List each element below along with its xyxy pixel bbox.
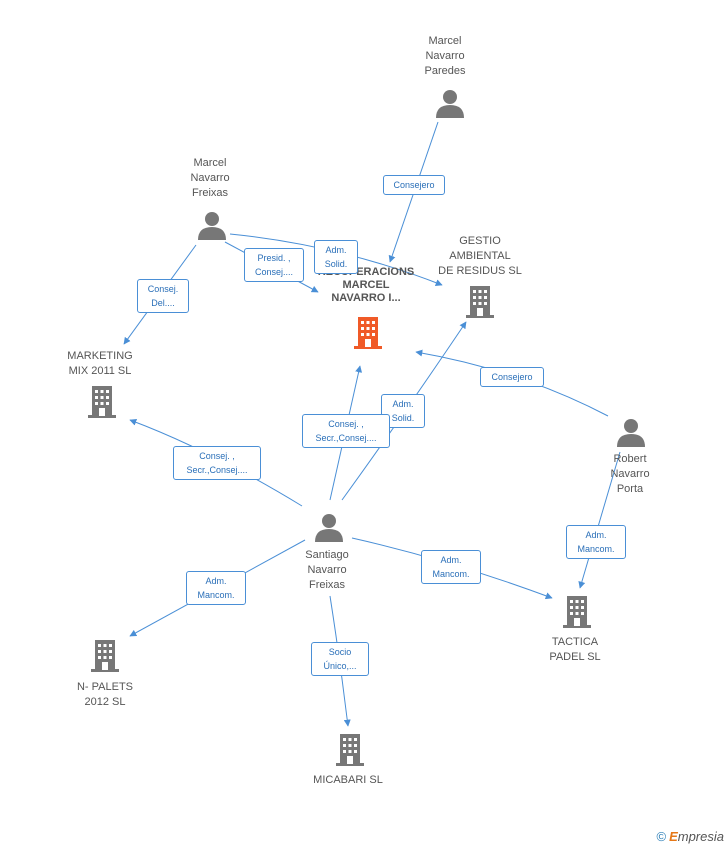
edge-label-consej-del[interactable]: Consej. Del.... bbox=[137, 279, 189, 313]
building-icon[interactable] bbox=[89, 638, 121, 674]
node-label-marketing: MARKETING MIX 2011 SL bbox=[67, 350, 133, 377]
person-icon[interactable] bbox=[434, 89, 466, 119]
node-label-marcel-paredes: Marcel Navarro Paredes bbox=[424, 35, 466, 77]
building-icon[interactable] bbox=[86, 384, 118, 420]
edge-label-consej-secr-center[interactable]: Consej. , Secr.,Consej.... bbox=[302, 414, 390, 448]
edge-robert-tactica bbox=[578, 451, 621, 589]
building-icon[interactable] bbox=[464, 284, 496, 320]
node-label-micabari: MICABARI SL bbox=[313, 774, 383, 786]
person-icon[interactable] bbox=[313, 513, 345, 543]
edge-label-presid[interactable]: Presid. , Consej.... bbox=[244, 248, 304, 282]
building-icon[interactable] bbox=[561, 594, 593, 630]
edge-label-adm-solid[interactable]: Adm. Solid. bbox=[314, 240, 358, 274]
edge-label-consejero-robert[interactable]: Consejero bbox=[480, 367, 544, 387]
node-label-robert: Robert Navarro Porta bbox=[610, 453, 650, 495]
node-label-tactica: TACTICA PADEL SL bbox=[549, 636, 601, 663]
edge-label-consejero[interactable]: Consejero bbox=[383, 175, 445, 195]
footer-branding: ©Empresia bbox=[656, 829, 724, 844]
edge-label-adm-mancom-robert[interactable]: Adm. Mancom. bbox=[566, 525, 626, 559]
node-label-npalets: N- PALETS 2012 SL bbox=[76, 681, 134, 708]
main-company-icon[interactable] bbox=[352, 315, 384, 351]
node-label-santiago: Santiago Navarro Freixas bbox=[305, 549, 349, 591]
node-label-marcel-freixas: Marcel Navarro Freixas bbox=[190, 157, 230, 199]
edge-label-adm-mancom-tactica[interactable]: Adm. Mancom. bbox=[421, 550, 481, 584]
edge-label-adm-mancom-npalets[interactable]: Adm. Mancom. bbox=[186, 571, 246, 605]
copyright-symbol: © bbox=[656, 829, 667, 844]
node-label-gestio: GESTIO AMBIENTAL DE RESIDUS SL bbox=[438, 235, 522, 277]
person-icon[interactable] bbox=[615, 418, 647, 448]
edge-label-socio-unico[interactable]: Socio Único,... bbox=[311, 642, 369, 676]
edge-label-consej-secr-marketing[interactable]: Consej. , Secr.,Consej.... bbox=[173, 446, 261, 480]
person-icon[interactable] bbox=[196, 211, 228, 241]
building-icon[interactable] bbox=[334, 732, 366, 768]
brand-logo: Empresia bbox=[669, 829, 724, 844]
